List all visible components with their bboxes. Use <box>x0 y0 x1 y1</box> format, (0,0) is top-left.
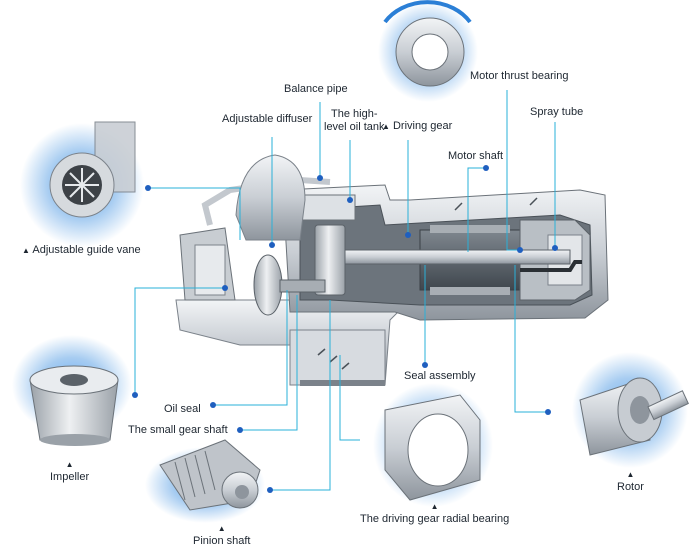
label-driving-gear-radial-bearing: ▲ The driving gear radial bearing <box>360 502 510 525</box>
label-adjustable-guide-vane: ▲ Adjustable guide vane <box>22 244 141 256</box>
callout-dots <box>132 165 558 493</box>
label-seal-assembly: Seal assembly <box>404 370 476 382</box>
guide-vane-image <box>20 121 144 247</box>
marker-icon: ▲ <box>22 246 30 255</box>
radial-bearing-image <box>373 383 493 507</box>
label-small-gear-shaft: The small gear shaft <box>128 424 228 436</box>
label-driving-gear: ▲ Driving gear <box>382 120 453 132</box>
label-motor-shaft: Motor shaft <box>448 150 504 162</box>
marker-icon: ▲ <box>382 122 390 131</box>
marker-icon: ▲ <box>65 460 74 469</box>
driving-gear-image <box>378 0 478 102</box>
marker-icon: ▲ <box>430 502 439 511</box>
marker-icon: ▲ <box>626 470 635 479</box>
impeller-image <box>12 335 132 446</box>
label-pinion-shaft: ▲ Pinion shaft <box>193 524 251 547</box>
label-high-level-oil-tank: The high- level oil tank <box>324 108 385 133</box>
label-balance-pipe: Balance pipe <box>284 83 348 95</box>
pinion-shaft-image <box>145 439 265 523</box>
marker-icon: ▲ <box>217 524 226 533</box>
leader-lines <box>134 90 556 491</box>
label-rotor: ▲ Rotor <box>617 470 644 493</box>
label-adjustable-diffuser: Adjustable diffuser <box>222 113 313 125</box>
label-impeller: ▲ Impeller <box>50 460 90 483</box>
label-spray-tube: Spray tube <box>530 106 584 118</box>
label-motor-thrust-bearing: Motor thrust bearing <box>470 70 569 82</box>
rotor-image <box>572 352 689 468</box>
compressor-body <box>175 154 609 386</box>
label-oil-seal: Oil seal <box>164 403 201 415</box>
